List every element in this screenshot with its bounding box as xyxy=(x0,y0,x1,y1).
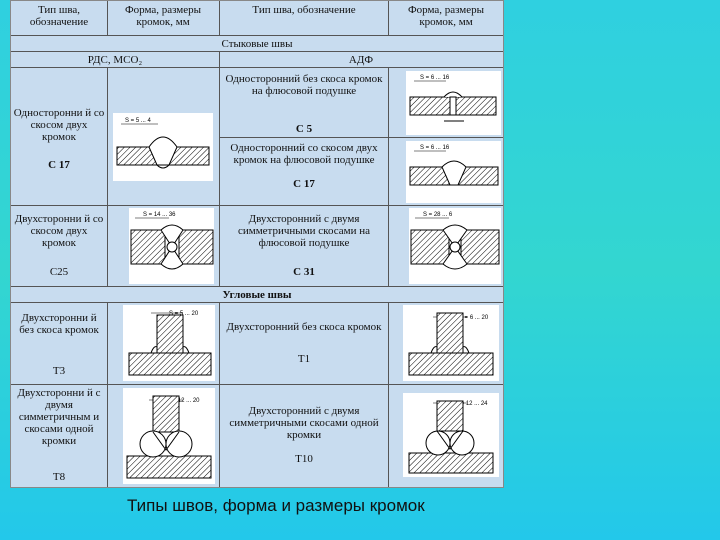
row-divider xyxy=(11,384,503,385)
method-right: АДФ xyxy=(348,54,374,66)
col-divider xyxy=(107,1,108,35)
weld-code: С 17 xyxy=(293,178,315,190)
weld-type-label: Двухсторонний с двумя симметричными скос… xyxy=(229,405,379,441)
weld-type-label: Двухсторонни й без скоса кромок xyxy=(19,312,99,336)
weld-drawing-x-groove: S = 14 ... 36 xyxy=(129,208,214,284)
row-divider xyxy=(11,35,503,36)
svg-text:S = 14 ... 36: S = 14 ... 36 xyxy=(143,212,176,218)
method-left: РДС, МСО₂ xyxy=(87,54,143,66)
row-divider xyxy=(219,137,503,138)
col-divider xyxy=(388,1,389,35)
weld-code: Т1 xyxy=(297,353,311,365)
svg-text:S = 5 ... 4: S = 5 ... 4 xyxy=(125,118,152,124)
weld-type-label: Односторонни й со скосом двух кромок xyxy=(13,107,105,143)
weld-type-label: Двухсторонний с двумя симметричными скос… xyxy=(237,213,371,249)
weld-code: Т8 xyxy=(52,471,66,483)
col-divider xyxy=(388,67,389,286)
svg-text:S = 12 ... 20: S = 12 ... 20 xyxy=(167,398,200,404)
weld-drawing-t-joint: S = 5 ... 20 xyxy=(123,305,215,381)
svg-text:S = 28 ... 6: S = 28 ... 6 xyxy=(423,212,453,218)
col-divider xyxy=(219,1,220,35)
weld-code: С 17 xyxy=(48,159,70,171)
weld-drawing-t-joint: S = 6 ... 20 xyxy=(403,305,499,381)
col-divider xyxy=(219,302,220,487)
section-title-butt: Стыковые швы xyxy=(221,38,293,50)
header-form: Форма, размеры кромок, мм xyxy=(124,4,202,28)
weld-code: С 5 xyxy=(295,123,313,135)
row-divider xyxy=(11,286,503,287)
weld-drawing-t-double-bevel: S = 12 ... 24 xyxy=(403,393,499,477)
weld-type-label: Односторонний без скоса кромок на флюсов… xyxy=(225,73,383,97)
header-form: Форма, размеры кромок, мм xyxy=(407,4,485,28)
section-title-fillet: Угловые швы xyxy=(222,289,292,301)
header-type: Тип шва, обозначение xyxy=(252,4,356,16)
weld-table: Тип шва, обозначение Форма, размеры кром… xyxy=(10,0,504,488)
row-divider xyxy=(11,67,503,68)
weld-code: С25 xyxy=(49,266,69,278)
col-divider xyxy=(388,302,389,487)
weld-code: Т3 xyxy=(52,365,66,377)
svg-text:S = 6 ... 20: S = 6 ... 20 xyxy=(459,315,489,321)
weld-drawing-v-groove: S = 5 ... 4 xyxy=(113,113,213,181)
col-divider xyxy=(107,302,108,487)
header-type: Тип шва, обозначение xyxy=(29,4,89,28)
weld-type-label: Двухсторонни й с двумя симметричным и ск… xyxy=(17,387,101,447)
row-divider xyxy=(11,302,503,303)
col-divider xyxy=(219,51,220,67)
weld-code: С 31 xyxy=(293,266,315,278)
row-divider xyxy=(11,51,503,52)
svg-text:S = 12 ... 24: S = 12 ... 24 xyxy=(455,401,488,407)
row-divider xyxy=(11,205,503,206)
weld-drawing-v-groove: S = 6 ... 16 xyxy=(406,141,501,203)
svg-text:S = 6 ... 16: S = 6 ... 16 xyxy=(420,145,450,151)
svg-text:S = 5 ... 20: S = 5 ... 20 xyxy=(169,311,199,317)
svg-text:S = 6 ... 16: S = 6 ... 16 xyxy=(420,75,450,81)
weld-drawing-x-groove: S = 28 ... 6 xyxy=(409,208,501,284)
col-divider xyxy=(107,67,108,286)
weld-code: Т10 xyxy=(295,453,313,465)
weld-type-label: Односторонний со скосом двух кромок на ф… xyxy=(230,142,378,166)
col-divider xyxy=(219,67,220,286)
weld-type-label: Двухсторонни й со скосом двух кромок xyxy=(14,213,104,249)
weld-drawing-square-butt: S = 6 ... 16 xyxy=(406,71,501,135)
slide-caption: Типы швов, форма и размеры кромок xyxy=(127,496,425,515)
weld-drawing-t-double-bevel: S = 12 ... 20 xyxy=(123,388,215,484)
weld-type-label: Двухсторонний без скоса кромок xyxy=(226,321,382,333)
